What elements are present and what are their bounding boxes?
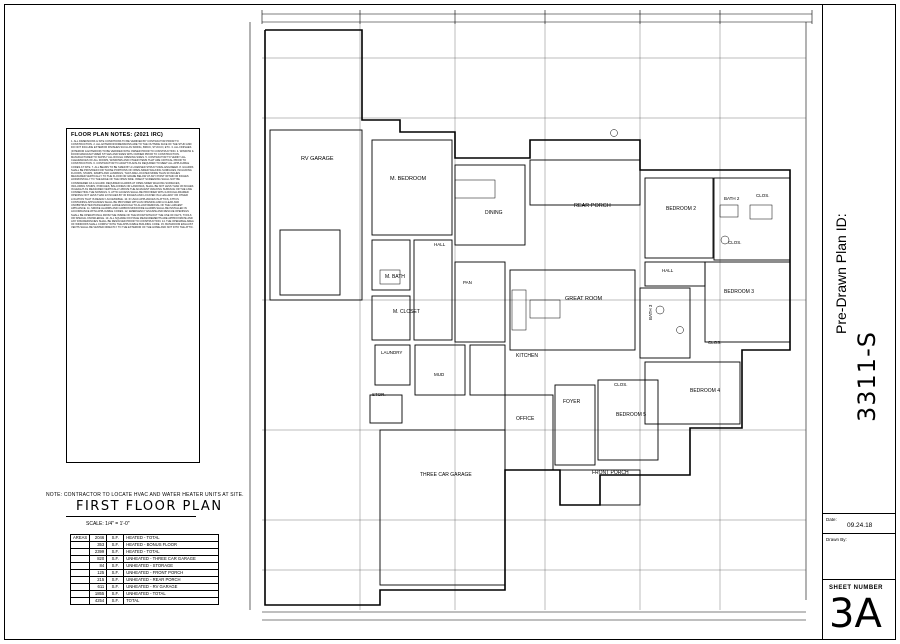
sheet-number: 3A (829, 591, 882, 637)
floor-plan-drawing: RV GARAGE M. BEDROOM REAR PORCH DINING B… (249, 10, 813, 621)
title-underline (66, 516, 196, 517)
area-value: 353 (89, 541, 108, 549)
room-label-rv-garage: RV GARAGE (301, 156, 334, 162)
area-label: HEATED - TOTAL (123, 548, 220, 556)
grid-lines (262, 22, 806, 610)
notes-body: 1. ALL DIMENSIONS & SITE CONDITIONS TO B… (71, 140, 194, 230)
area-unit: S.F. (106, 541, 125, 549)
room-label-bath-3: BATH 3 (648, 304, 653, 320)
room-label-bath-2: BATH 2 (724, 196, 740, 201)
notes-heading: FLOOR PLAN NOTES: (2021 IRC) (71, 132, 164, 138)
drawing-border (4, 4, 896, 640)
plan-title: FIRST FLOOR PLAN (76, 499, 223, 514)
room-label-bedroom-5: BEDROOM 5 (616, 412, 646, 418)
drawn-by-label: Drawn By: (826, 537, 847, 542)
room-label-clos-c: CLOS. (708, 340, 722, 345)
interior-walls (269, 129, 791, 586)
area-unit: S.F. (106, 555, 125, 563)
sheet-number-cell: SHEET NUMBER 3A (823, 580, 895, 640)
sheet-number-label: SHEET NUMBER (829, 585, 884, 591)
area-value: 215 (89, 576, 108, 584)
room-label-clos-b: CLOS. (728, 240, 742, 245)
area-value: 84 (89, 562, 108, 570)
room-label-laundry: LAUNDRY (381, 350, 402, 355)
area-label: UNHEATED - TOTAL (123, 590, 220, 598)
contractor-note: NOTE: CONTRACTOR TO LOCATE HVAC AND WATE… (46, 492, 244, 498)
area-value: 611 (89, 583, 108, 591)
area-label: UNHEATED - STORAGE (123, 562, 220, 570)
room-label-bedroom-2: BEDROOM 2 (666, 206, 696, 212)
area-unit: S.F. (106, 534, 125, 542)
area-value: 2399 (89, 548, 108, 556)
room-label-dining: DINING (485, 210, 503, 216)
area-label: UNHEATED - RV GARAGE (123, 583, 220, 591)
room-label-mud: MUD (434, 372, 445, 377)
room-label-front-porch: FRONT PORCH (592, 470, 629, 476)
area-label: UNHEATED - REAR PORCH (123, 576, 220, 584)
room-label-m-bedroom: M. BEDROOM (390, 176, 426, 182)
areas-header: AREAS (69, 534, 91, 542)
room-label-great-room: GREAT ROOM (565, 296, 602, 302)
areas-header-row: AREAS 2046 S.F. HEATED - TOTAL (69, 534, 220, 542)
title-block: Pre-Drawn Plan ID: 3311-S Date: 09.24.18… (822, 4, 896, 640)
drawn-by-cell: Drawn By: (823, 534, 895, 580)
area-unit: S.F. (106, 569, 125, 577)
area-value: 2046 (89, 534, 108, 542)
area-unit: S.F. (106, 548, 125, 556)
date-value: 09.24.18 (847, 522, 873, 529)
area-label: UNHEATED - FRONT PORCH (123, 569, 220, 577)
area-label: TOTAL (123, 597, 220, 605)
area-value: 4254 (89, 597, 108, 605)
room-label-m-bath: M. BATH (385, 274, 405, 280)
dimension-lines (249, 10, 813, 621)
room-label-rear-porch: REAR PORCH (574, 203, 611, 209)
room-label-stor: STOR. (372, 392, 386, 397)
room-label-bedroom-3: BEDROOM 3 (724, 289, 754, 295)
area-unit: S.F. (106, 576, 125, 584)
plan-id: 3311-S (853, 331, 881, 422)
area-label: HEATED - BONUS FLOOR (123, 541, 220, 549)
exterior-walls (264, 29, 791, 606)
date-label: Date: (826, 517, 837, 522)
room-label-clos-a: CLOS. (756, 193, 770, 198)
area-value: 1855 (89, 590, 108, 598)
room-label-pan: PAN (463, 280, 472, 285)
fixtures (379, 129, 773, 334)
floor-plan-notes: FLOOR PLAN NOTES: (2021 IRC) 1. ALL DIME… (66, 128, 200, 463)
room-label-m-closet: M. CLOSET (393, 309, 420, 315)
room-label-foyer: FOYER (563, 399, 581, 405)
area-unit: S.F. (106, 583, 125, 591)
room-label-clos-d: CLOS. (614, 382, 628, 387)
area-value: 820 (89, 555, 108, 563)
plan-id-cell: Pre-Drawn Plan ID: 3311-S (823, 4, 895, 514)
area-label: UNHEATED - THREE CAR GARAGE (123, 555, 220, 563)
pre-drawn-label: Pre-Drawn Plan ID: (833, 213, 849, 334)
area-unit: S.F. (106, 590, 125, 598)
room-label-hall-a: HALL (434, 242, 446, 247)
room-label-bedroom-4: BEDROOM 4 (690, 388, 720, 394)
scale-note: SCALE: 1/4" = 1'-0" (86, 521, 130, 527)
room-label-three-car-garage: THREE CAR GARAGE (420, 472, 472, 478)
area-unit: S.F. (106, 562, 125, 570)
room-label-kitchen: KITCHEN (516, 353, 538, 359)
area-unit: S.F. (106, 597, 125, 605)
room-label-office: OFFICE (516, 416, 535, 422)
area-value: 125 (89, 569, 108, 577)
date-cell: Date: 09.24.18 (823, 514, 895, 534)
area-label: HEATED - TOTAL (123, 534, 220, 542)
room-label-hall-b: HALL (662, 268, 674, 273)
